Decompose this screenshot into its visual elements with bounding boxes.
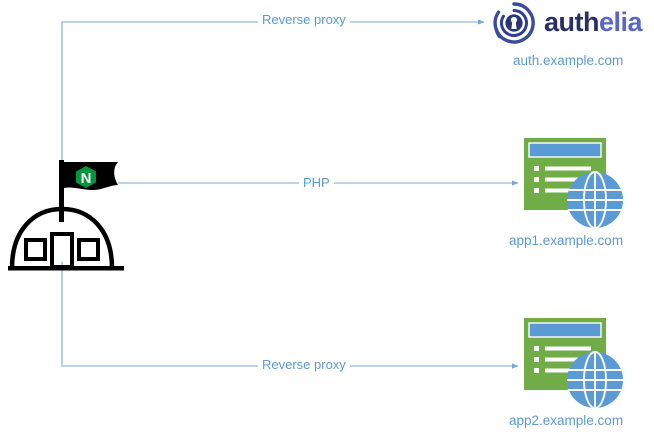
- caption-app1-example-com: app1.example.com: [509, 233, 624, 248]
- node-app1[interactable]: [524, 138, 628, 230]
- edge-label-php: PHP: [299, 175, 334, 191]
- node-app2[interactable]: [524, 318, 628, 410]
- caption-auth-example-com: auth.example.com: [513, 53, 624, 68]
- globe-icon: [567, 351, 623, 409]
- node-nginx-server[interactable]: N: [6, 158, 130, 276]
- node-authelia[interactable]: authelia: [490, 0, 654, 46]
- connector-nginx-to-app2: [61, 262, 519, 369]
- edge-label-reverse-proxy-auth: Reverse proxy: [258, 12, 350, 28]
- authelia-keyhole-logo: [493, 2, 535, 44]
- edge-label-reverse-proxy-app2: Reverse proxy: [258, 357, 350, 373]
- svg-text:N: N: [81, 170, 92, 187]
- web-application-icon: [524, 318, 623, 409]
- caption-app2-example-com: app2.example.com: [509, 413, 624, 428]
- nginx-server-icon: N: [8, 160, 124, 271]
- authelia-wordmark-elia: elia: [599, 7, 643, 37]
- authelia-wordmark-auth: auth: [544, 7, 600, 37]
- web-application-icon: [524, 138, 623, 229]
- globe-icon: [567, 171, 623, 229]
- authelia-wordmark: authelia: [544, 7, 643, 37]
